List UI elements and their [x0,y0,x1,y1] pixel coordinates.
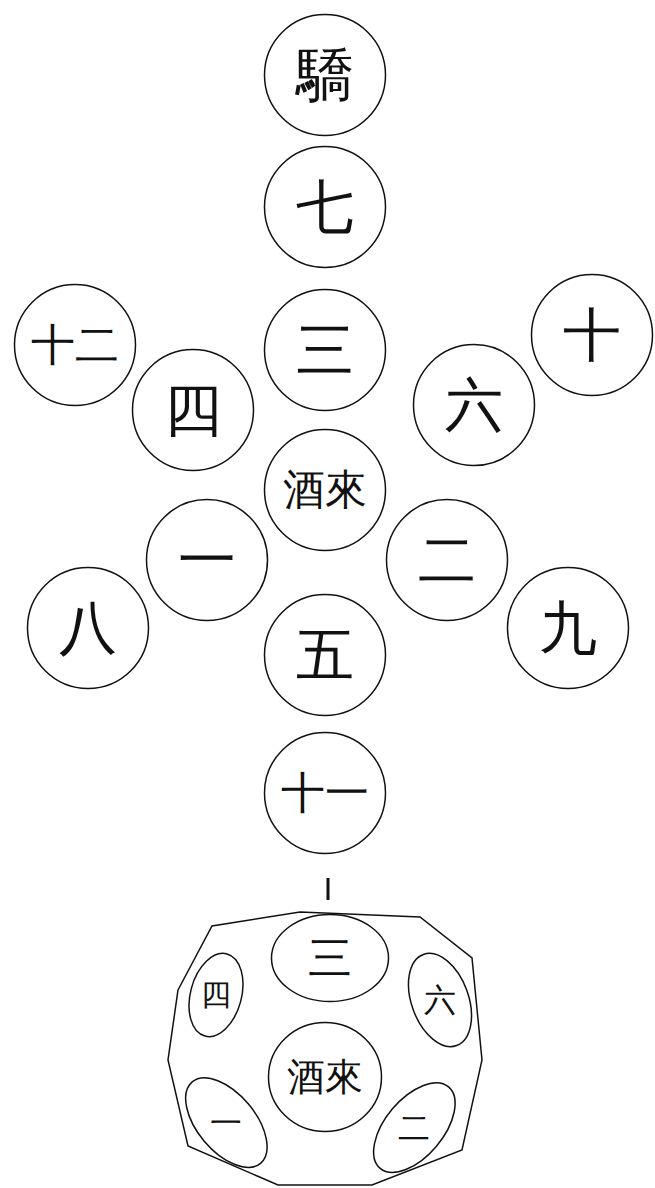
face-glyph: 四 [164,381,222,439]
face-outline [180,947,251,1042]
face-circle: 十二 [13,283,137,407]
face-circle: 七 [263,145,387,269]
face-outline [387,500,508,621]
face-glyph: 酒來 [287,1058,363,1096]
die-face: 二 [384,1073,445,1182]
face-circle: 五 [263,593,387,717]
face-outline [265,290,386,411]
face-circle: 九 [506,566,630,690]
die-face: 酒來 [267,1021,383,1133]
face-outline [147,500,268,621]
face-outline [272,915,389,1002]
face-outline [265,15,386,136]
face-glyph: 驕 [296,46,354,104]
face-glyph: 七 [296,178,354,236]
face-circle: 一 [145,498,269,622]
die-face: 一 [196,1068,257,1177]
face-glyph: 十一 [281,771,369,815]
face-glyph: 一 [210,1107,242,1139]
face-outline [269,1023,382,1132]
face-outline [414,345,535,466]
face-outline [265,147,386,268]
face-circle: 三 [263,288,387,412]
face-glyph: 三 [308,936,352,980]
face-glyph: 八 [59,599,117,657]
face-circle: 八 [26,566,150,690]
face-glyph: 酒來 [283,469,367,511]
face-glyph: 六 [445,376,503,434]
face-outline [508,568,629,689]
face-glyph: 四 [201,980,231,1010]
face-circle: 二 [385,498,509,622]
face-glyph: 五 [296,626,354,684]
die-face: 四 [189,951,243,1039]
face-outline [265,595,386,716]
face-glyph: 九 [539,599,597,657]
face-outline [265,430,386,551]
face-outline [265,733,386,854]
face-circle: 六 [412,343,536,467]
face-circle: 十 [530,273,654,397]
face-outline [358,1069,471,1188]
face-outline [532,275,653,396]
face-outline [397,945,484,1056]
face-glyph: 三 [296,321,354,379]
face-circle: 驕 [263,13,387,137]
connector-stub [327,878,330,900]
face-outline [133,350,254,471]
face-glyph: 十二 [31,323,119,367]
face-glyph: 二 [398,1112,430,1144]
face-outline [170,1064,283,1183]
die-face: 六 [410,950,470,1050]
face-glyph: 二 [418,531,476,589]
face-circle: 十一 [263,731,387,855]
face-circle: 酒來 [263,428,387,552]
face-outline [15,285,136,406]
face-glyph: 六 [424,984,456,1016]
face-glyph: 十 [563,306,621,364]
die-face: 三 [270,913,390,1003]
face-circle: 四 [131,348,255,472]
face-glyph: 一 [178,531,236,589]
face-outline [28,568,149,689]
